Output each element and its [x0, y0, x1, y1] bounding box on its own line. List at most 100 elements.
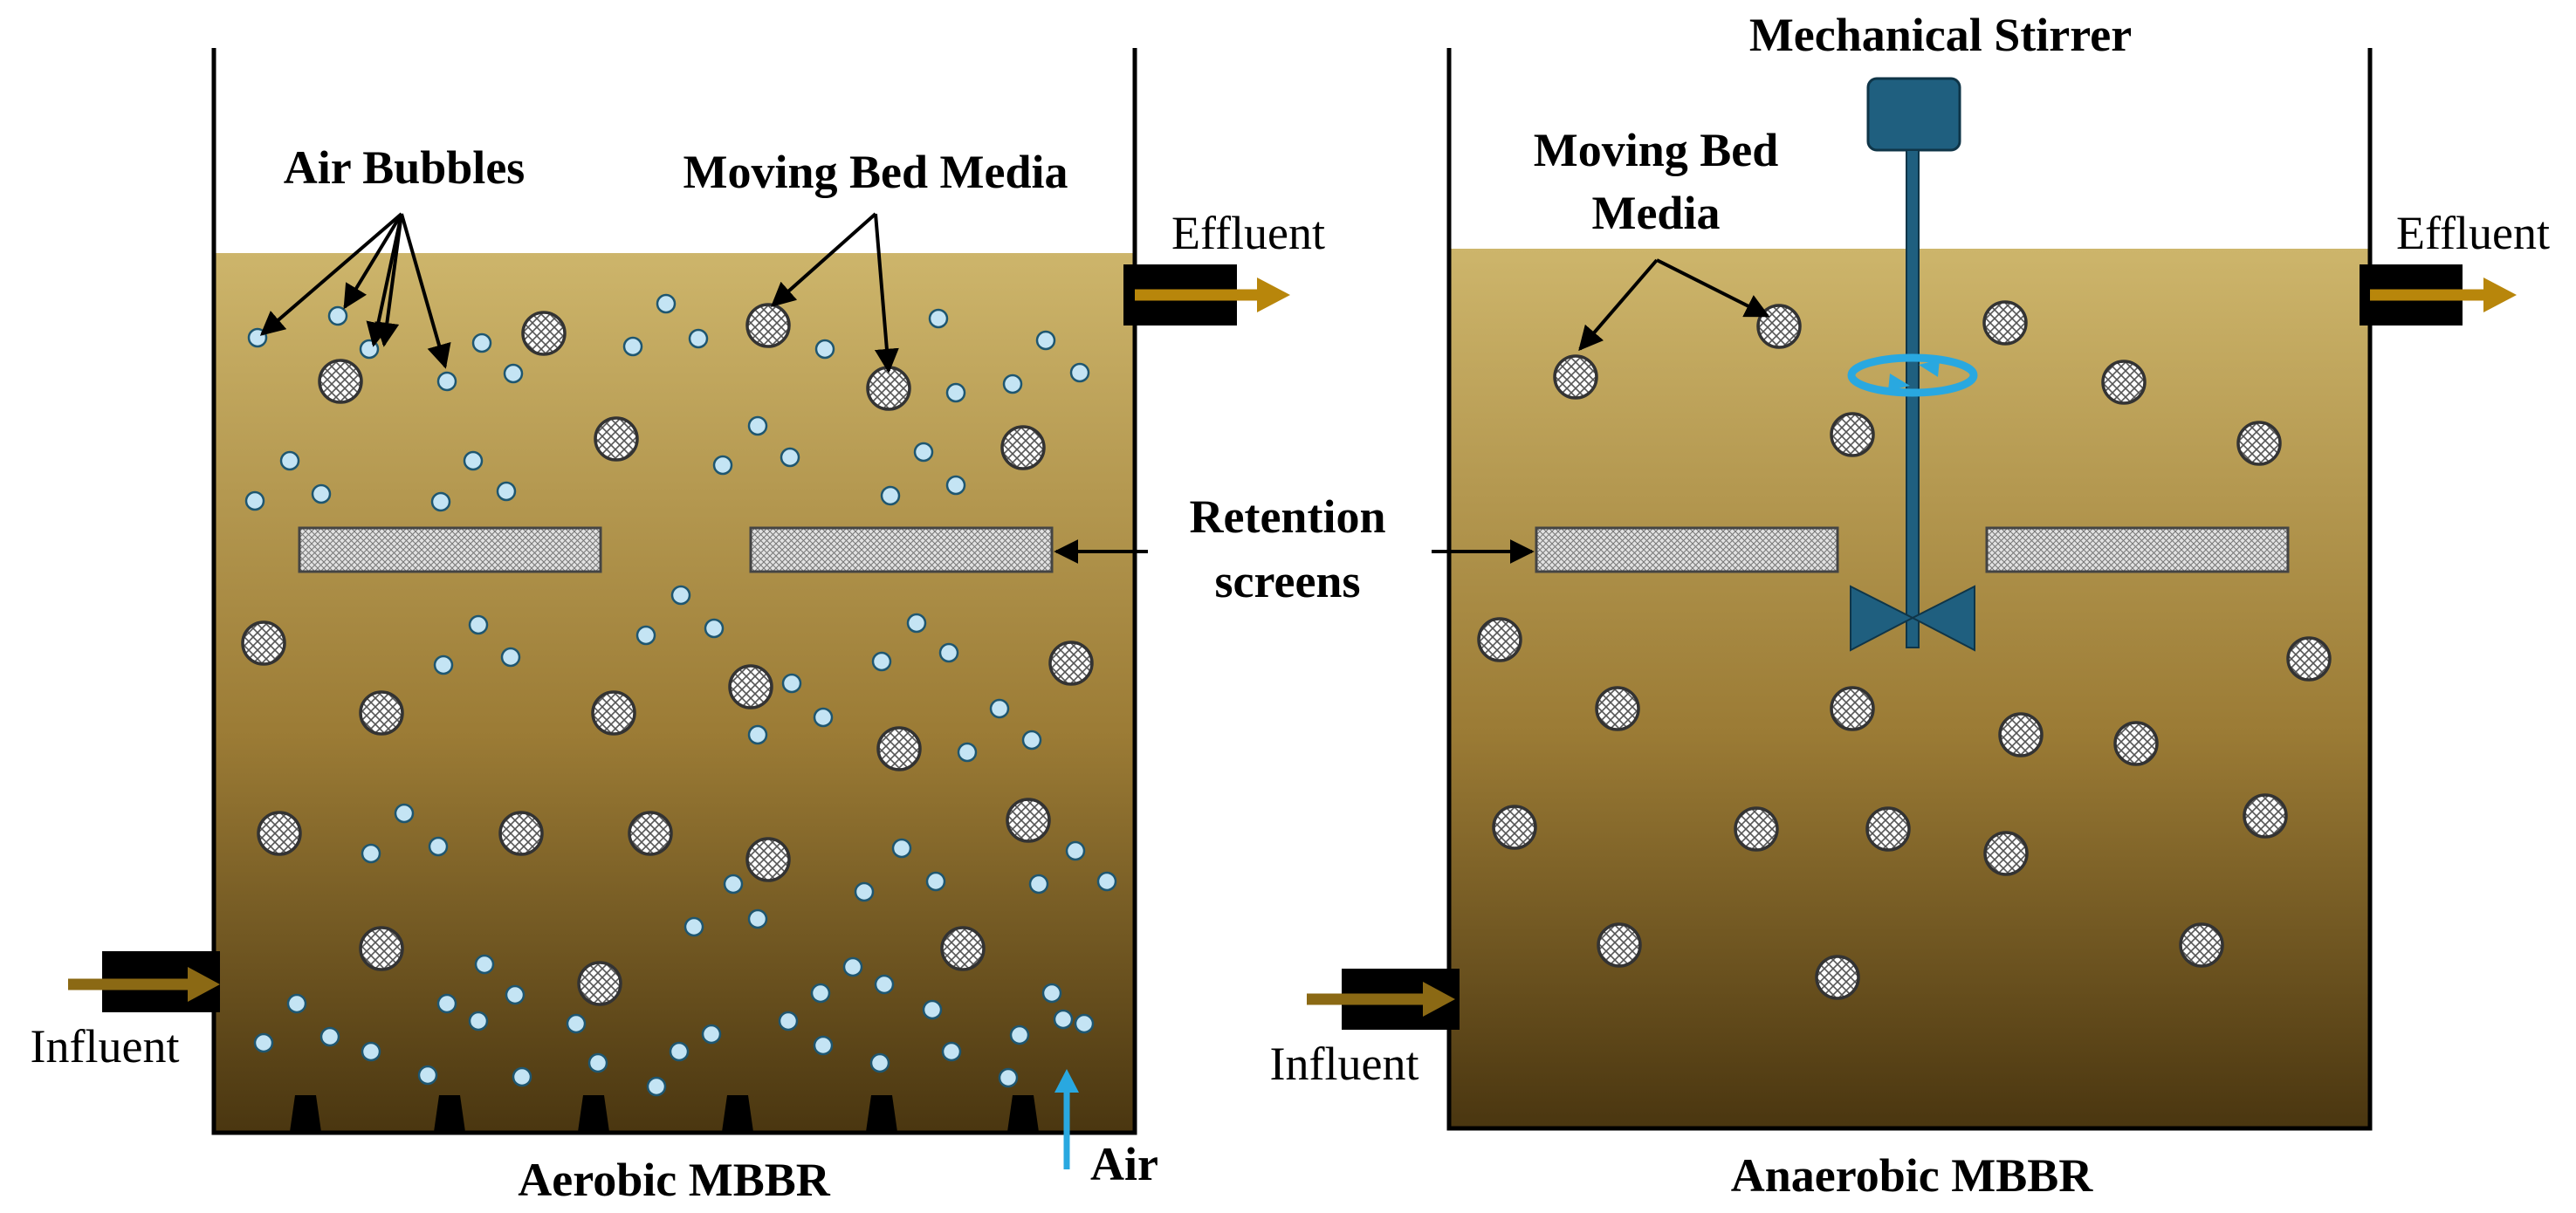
air-bubble-icon: [1041, 983, 1062, 1004]
air-bubble-icon: [670, 585, 691, 606]
air-bubble-icon: [244, 490, 265, 511]
anaerobic-effluent-port: [2360, 264, 2517, 326]
mechanical-stirrer-label: Mechanical Stirrer: [1749, 9, 2132, 61]
effluent-label-left: Effluent: [1171, 207, 1325, 259]
air-bubble-icon: [781, 673, 802, 694]
aerobic-tank-wall: [211, 48, 1137, 1135]
aerobic-mbbr-title: Aerobic MBBR: [518, 1154, 830, 1206]
crosshatch-circle-icon: [1477, 617, 1522, 662]
air-diffuser-icon: [722, 1095, 753, 1132]
air-bubble-icon: [394, 803, 415, 824]
air-bubble-icon: [1009, 1025, 1030, 1045]
crosshatch-circle-icon: [628, 811, 673, 856]
crosshatch-circle-icon: [1006, 798, 1051, 843]
air-bubble-icon: [566, 1013, 587, 1034]
crosshatch-circle-icon: [1553, 354, 1598, 400]
air-bubble-icon: [906, 613, 927, 634]
air-diffuser-icon: [434, 1095, 465, 1132]
crosshatch-circle-icon: [1756, 304, 1802, 349]
crosshatch-circle-icon: [498, 811, 544, 856]
anaerobic-retention-screen-left: [1535, 526, 1839, 573]
air-bubble-icon: [1074, 1013, 1095, 1034]
air-bubble-icon: [428, 836, 449, 857]
air-bubble-icon: [780, 447, 800, 468]
air-bubble-icon: [656, 293, 677, 314]
air-diffuser-icon: [1007, 1095, 1039, 1132]
crosshatch-circle-icon: [1815, 955, 1860, 1000]
aerobic-effluent-port: [1123, 264, 1290, 326]
aerobic-influent-port: [68, 951, 220, 1012]
air-bubble-icon: [1002, 373, 1023, 394]
crosshatch-circle-icon: [728, 664, 773, 709]
effluent-label-right: Effluent: [2396, 207, 2550, 259]
air-bubble-icon: [704, 618, 725, 639]
crosshatch-circle-icon: [940, 926, 986, 971]
stirrer-shaft: [1906, 149, 1920, 648]
air-label: Air: [1090, 1138, 1158, 1190]
air-bubble-icon: [723, 874, 744, 894]
air-bubble-icon: [813, 1035, 834, 1056]
crosshatch-circle-icon: [1595, 686, 1640, 731]
air-bubble-icon: [646, 1076, 667, 1097]
crosshatch-circle-icon: [2236, 421, 2282, 466]
aerobic-tank: [211, 48, 1137, 1135]
air-bubble-icon: [928, 308, 949, 329]
air-bubble-icon: [1065, 840, 1086, 861]
crosshatch-circle-icon: [745, 303, 791, 348]
air-bubble-icon: [810, 983, 831, 1004]
air-bubble-icon: [505, 984, 526, 1005]
air-bubble-icon: [688, 328, 709, 349]
anaerobic-tank-wall: [1446, 48, 2373, 1131]
air-bubble-icon: [622, 336, 643, 357]
crosshatch-circle-icon: [2113, 721, 2159, 766]
air-bubble-icon: [635, 625, 656, 646]
air-bubble-icon: [669, 1041, 690, 1062]
crosshatch-circle-icon: [1597, 922, 1642, 968]
anaerobic-mbbr-title: Anaerobic MBBR: [1731, 1149, 2093, 1202]
air-bubble-icon: [922, 999, 943, 1020]
air-bubble-icon: [814, 339, 835, 360]
air-bubble-icon: [998, 1067, 1019, 1088]
air-bubble-icon: [417, 1065, 438, 1086]
aerobic-bubbles: [244, 293, 1117, 1097]
air-bubble-icon: [1053, 1009, 1074, 1030]
air-bubble-icon: [361, 1041, 381, 1062]
air-bubble-icon: [319, 1026, 340, 1047]
air-diffuser-icon: [578, 1095, 609, 1132]
air-bubble-icon: [712, 455, 733, 476]
air-bubble-icon: [474, 954, 495, 975]
air-bubble-icon: [880, 485, 901, 506]
air-bubble-icon: [279, 450, 300, 471]
air-bubble-icon: [1021, 730, 1042, 750]
crosshatch-circle-icon: [257, 811, 302, 856]
crosshatch-circle-icon: [2179, 922, 2224, 968]
air-bubble-icon: [286, 993, 307, 1014]
influent-label-right: Influent: [1270, 1038, 1419, 1090]
moving-bed-media-label: Moving Bed Media: [683, 146, 1068, 198]
crosshatch-circle-icon: [359, 926, 404, 971]
air-bubble-icon: [500, 647, 521, 668]
moving-bed-media-label-right-line1: Moving Bed: [1534, 124, 1779, 176]
air-bubble-icon: [683, 916, 704, 937]
influent-label-left: Influent: [31, 1020, 180, 1073]
moving-bed-media-label-right-line2: Media: [1592, 187, 1721, 239]
air-bubble-icon: [778, 1011, 799, 1031]
crosshatch-circle-icon: [521, 311, 567, 356]
air-bubbles-label: Air Bubbles: [284, 141, 526, 194]
air-bubble-icon: [945, 475, 966, 496]
air-bubble-icon: [503, 363, 524, 384]
mechanical-stirrer-icon: [1847, 77, 1978, 652]
crosshatch-circle-icon: [876, 726, 922, 771]
crosshatch-circle-icon: [1983, 831, 2029, 876]
air-bubble-icon: [701, 1024, 722, 1045]
crosshatch-circle-icon: [359, 690, 404, 736]
air-bubble-icon: [938, 642, 959, 663]
air-bubble-icon: [1035, 330, 1056, 351]
air-bubble-icon: [463, 450, 484, 471]
air-bubble-icon: [747, 415, 768, 436]
air-bubble-icon: [436, 993, 457, 1014]
crosshatch-circle-icon: [2286, 636, 2332, 682]
aerobic-liquid: [214, 253, 1135, 1133]
